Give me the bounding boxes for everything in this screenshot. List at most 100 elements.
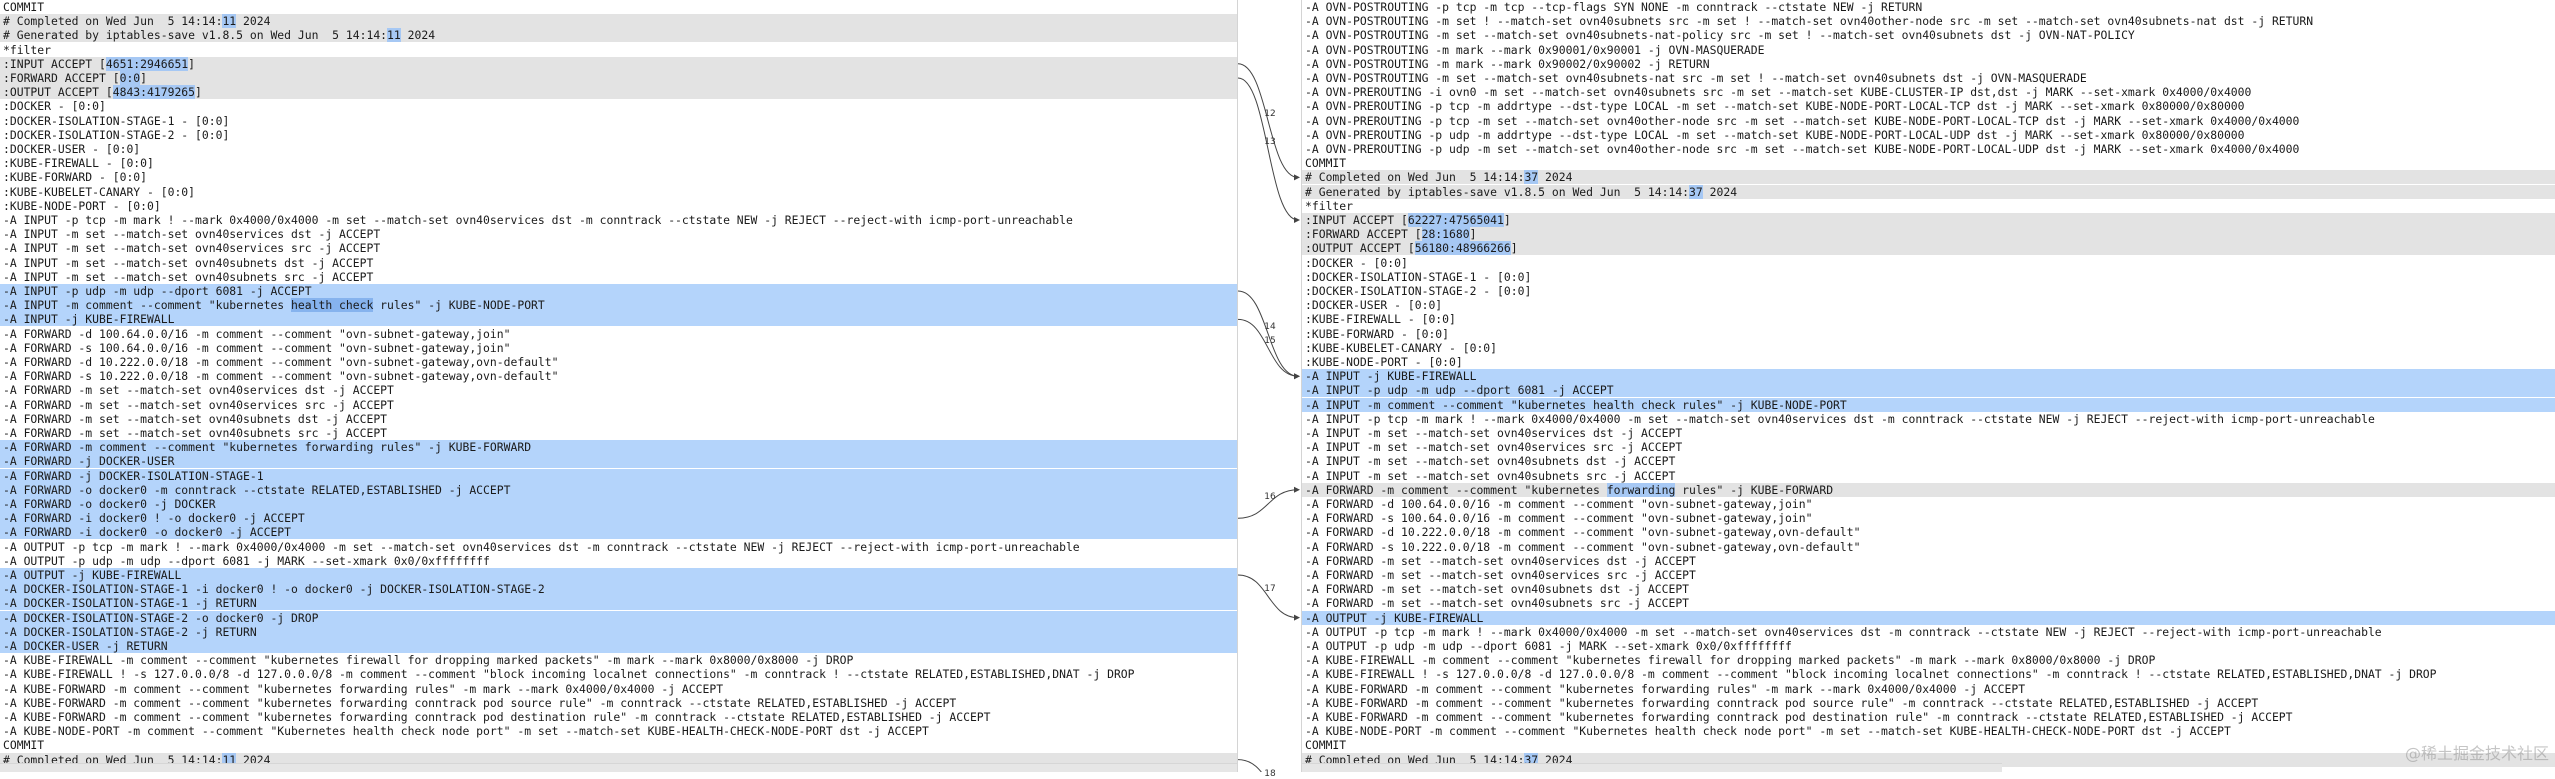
left-code-line: -A OUTPUT -j KUBE-FIREWALL xyxy=(0,568,1237,582)
left-code-line: -A FORWARD -m set --match-set ovn40subne… xyxy=(0,411,1237,426)
code-text: 2024 xyxy=(1538,170,1573,185)
right-code-line: -A KUBE-FIREWALL -m comment --comment "k… xyxy=(1302,653,2555,668)
left-file-pane[interactable]: COMMIT# Completed on Wed Jun 5 14:14:11 … xyxy=(0,0,1237,772)
changed-token: 37 xyxy=(1689,184,1703,199)
right-code-line: -A OUTPUT -p tcp -m mark ! --mark 0x4000… xyxy=(1302,624,2555,639)
left-code-line: COMMIT xyxy=(0,738,1237,753)
right-code-line: :KUBE-KUBELET-CANARY - [0:0] xyxy=(1302,340,2555,355)
watermark: @稀土掘金技术社区 xyxy=(2404,744,2549,763)
left-code-line: :DOCKER - [0:0] xyxy=(0,99,1237,114)
right-code-line: -A OVN-POSTROUTING -m set --match-set ov… xyxy=(1302,71,2555,85)
right-code-line: -A INPUT -m set --match-set ovn40subnets… xyxy=(1302,468,2555,483)
code-text: ] xyxy=(1469,227,1477,242)
right-code-line: -A INPUT -m set --match-set ovn40subnets… xyxy=(1302,454,2555,469)
code-text: rules" -j KUBE-NODE-PORT xyxy=(373,298,545,313)
chunk-number[interactable]: 12 xyxy=(1264,108,1276,119)
left-code-line: -A FORWARD -s 10.222.0.0/18 -m comment -… xyxy=(0,369,1237,384)
code-text: ] xyxy=(1510,241,1518,256)
left-code-line: *filter xyxy=(0,42,1237,57)
left-code-line: -A FORWARD -o docker0 -m conntrack --cts… xyxy=(0,482,1237,497)
right-code-line: :INPUT ACCEPT [62227:47565041] xyxy=(1302,213,2555,227)
code-text: # Generated by iptables-save v1.8.5 on W… xyxy=(3,28,388,43)
chunk-connector xyxy=(1238,574,1299,619)
left-code-line: -A INPUT -p tcp -m mark ! --mark 0x4000/… xyxy=(0,213,1237,227)
left-code-line: -A INPUT -m set --match-set ovn40subnets… xyxy=(0,269,1237,284)
code-text: -A INPUT -m comment --comment "kubernete… xyxy=(3,298,292,313)
right-code-line: -A FORWARD -m set --match-set ovn40subne… xyxy=(1302,596,2555,611)
code-text: rules" -j KUBE-FORWARD xyxy=(1675,482,1834,497)
left-code-line: :KUBE-NODE-PORT - [0:0] xyxy=(0,198,1237,213)
left-code-line: -A FORWARD -m comment --comment "kuberne… xyxy=(0,440,1237,455)
right-code-line: -A KUBE-FORWARD -m comment --comment "ku… xyxy=(1302,710,2555,724)
code-text: # Completed on Wed Jun 5 14:14: xyxy=(3,14,223,29)
right-code-line: -A INPUT -p tcp -m mark ! --mark 0x4000/… xyxy=(1302,411,2555,426)
right-code-line: -A INPUT -m set --match-set ovn40service… xyxy=(1302,440,2555,455)
chunk-number[interactable]: 14 xyxy=(1264,321,1276,332)
left-code-line: # Generated by iptables-save v1.8.5 on W… xyxy=(0,28,1237,43)
left-code-line: -A INPUT -j KUBE-FIREWALL xyxy=(0,312,1237,327)
changed-token: 4843:4179265 xyxy=(112,85,196,100)
right-code-line: -A OVN-PREROUTING -p udp -m addrtype --d… xyxy=(1302,127,2555,142)
right-code-line: -A INPUT -m comment --comment "kubernete… xyxy=(1302,397,2555,412)
left-code-line: -A KUBE-FORWARD -m comment --comment "ku… xyxy=(0,710,1237,724)
right-code-line: # Completed on Wed Jun 5 14:14:37 2024 xyxy=(1302,170,2555,185)
code-text: :FORWARD ACCEPT [ xyxy=(3,71,120,85)
changed-token: forwarding xyxy=(1606,482,1676,497)
connector-lines xyxy=(1238,63,1300,772)
right-code-line: -A FORWARD -d 10.222.0.0/18 -m comment -… xyxy=(1302,525,2555,540)
left-code-line: -A DOCKER-USER -j RETURN xyxy=(0,639,1237,653)
chunk-number[interactable]: 17 xyxy=(1264,584,1276,595)
right-code-line: -A FORWARD -m set --match-set ovn40servi… xyxy=(1302,553,2555,568)
right-code-line: -A KUBE-FORWARD -m comment --comment "ku… xyxy=(1302,695,2555,710)
right-code-line: :KUBE-FIREWALL - [0:0] xyxy=(1302,312,2555,327)
right-code-line: -A KUBE-FIREWALL ! -s 127.0.0.0/8 -d 127… xyxy=(1302,667,2555,682)
right-horizontal-scrollbar[interactable] xyxy=(1302,763,2002,772)
chunk-number[interactable]: 18 xyxy=(1264,768,1276,779)
chunk-connector xyxy=(1238,759,1263,772)
right-code-line: -A OVN-POSTROUTING -p tcp -m tcp --tcp-f… xyxy=(1302,0,2555,14)
chunk-number[interactable]: 15 xyxy=(1264,335,1276,346)
chunk-connector xyxy=(1238,489,1299,519)
code-text: ] xyxy=(188,56,196,71)
changed-token: 28:1680 xyxy=(1421,227,1470,242)
left-code-line: -A DOCKER-ISOLATION-STAGE-1 -i docker0 !… xyxy=(0,582,1237,597)
left-code-line: -A INPUT -m set --match-set ovn40service… xyxy=(0,241,1237,256)
left-code-line: -A DOCKER-ISOLATION-STAGE-1 -j RETURN xyxy=(0,596,1237,611)
left-code-line: -A FORWARD -o docker0 -j DOCKER xyxy=(0,497,1237,511)
right-code-line: :FORWARD ACCEPT [28:1680] xyxy=(1302,227,2555,242)
left-code-line: -A KUBE-FIREWALL -m comment --comment "k… xyxy=(0,653,1237,668)
connector-arrow-icon xyxy=(1294,174,1300,181)
chunk-connector xyxy=(1238,77,1299,221)
connector-arrow-icon xyxy=(1294,486,1300,493)
left-horizontal-scrollbar[interactable] xyxy=(0,763,1237,772)
right-code-line: :DOCKER-ISOLATION-STAGE-2 - [0:0] xyxy=(1302,284,2555,298)
right-code-line: -A OUTPUT -j KUBE-FIREWALL xyxy=(1302,610,2555,625)
code-text: :OUTPUT ACCEPT [ xyxy=(1305,241,1415,256)
chunk-number[interactable]: 16 xyxy=(1264,492,1276,502)
left-code-line: -A INPUT -p udp -m udp --dport 6081 -j A… xyxy=(0,284,1237,298)
chunk-connector xyxy=(1238,290,1299,377)
connector-arrow-icon xyxy=(1294,373,1300,380)
right-code-line: -A FORWARD -m set --match-set ovn40subne… xyxy=(1302,582,2555,597)
right-code-line: :OUTPUT ACCEPT [56180:48966266] xyxy=(1302,241,2555,256)
right-code-line: -A INPUT -j KUBE-FIREWALL xyxy=(1302,369,2555,384)
right-code-line: -A KUBE-NODE-PORT -m comment --comment "… xyxy=(1302,724,2555,739)
right-code-line: :KUBE-FORWARD - [0:0] xyxy=(1302,326,2555,341)
left-code-line: :DOCKER-ISOLATION-STAGE-2 - [0:0] xyxy=(0,127,1237,142)
left-code-line: -A KUBE-NODE-PORT -m comment --comment "… xyxy=(0,724,1237,739)
right-code-line: -A OUTPUT -p udp -m udp --dport 6081 -j … xyxy=(1302,639,2555,653)
right-code-line: -A OVN-POSTROUTING -m set ! --match-set … xyxy=(1302,14,2555,29)
left-code-line: :FORWARD ACCEPT [0:0] xyxy=(0,71,1237,85)
right-file-pane[interactable]: -A OVN-POSTROUTING -p tcp -m tcp --tcp-f… xyxy=(1302,0,2555,772)
right-code-line: -A OVN-PREROUTING -p tcp -m addrtype --d… xyxy=(1302,99,2555,114)
left-code-line: :INPUT ACCEPT [4651:2946651] xyxy=(0,56,1237,71)
chunk-number[interactable]: 13 xyxy=(1264,137,1276,147)
code-text: 2024 xyxy=(1702,184,1738,199)
left-code-line: -A INPUT -m set --match-set ovn40subnets… xyxy=(0,255,1237,270)
code-text: :INPUT ACCEPT [ xyxy=(3,56,106,71)
code-text: # Completed on Wed Jun 5 14:14: xyxy=(1305,170,1525,185)
right-code-line: -A OVN-PREROUTING -p tcp -m set --match-… xyxy=(1302,113,2555,128)
right-code-line: -A OVN-PREROUTING -i ovn0 -m set --match… xyxy=(1302,85,2555,100)
code-text: :FORWARD ACCEPT [ xyxy=(1305,227,1422,242)
chunk-connector xyxy=(1238,63,1299,178)
